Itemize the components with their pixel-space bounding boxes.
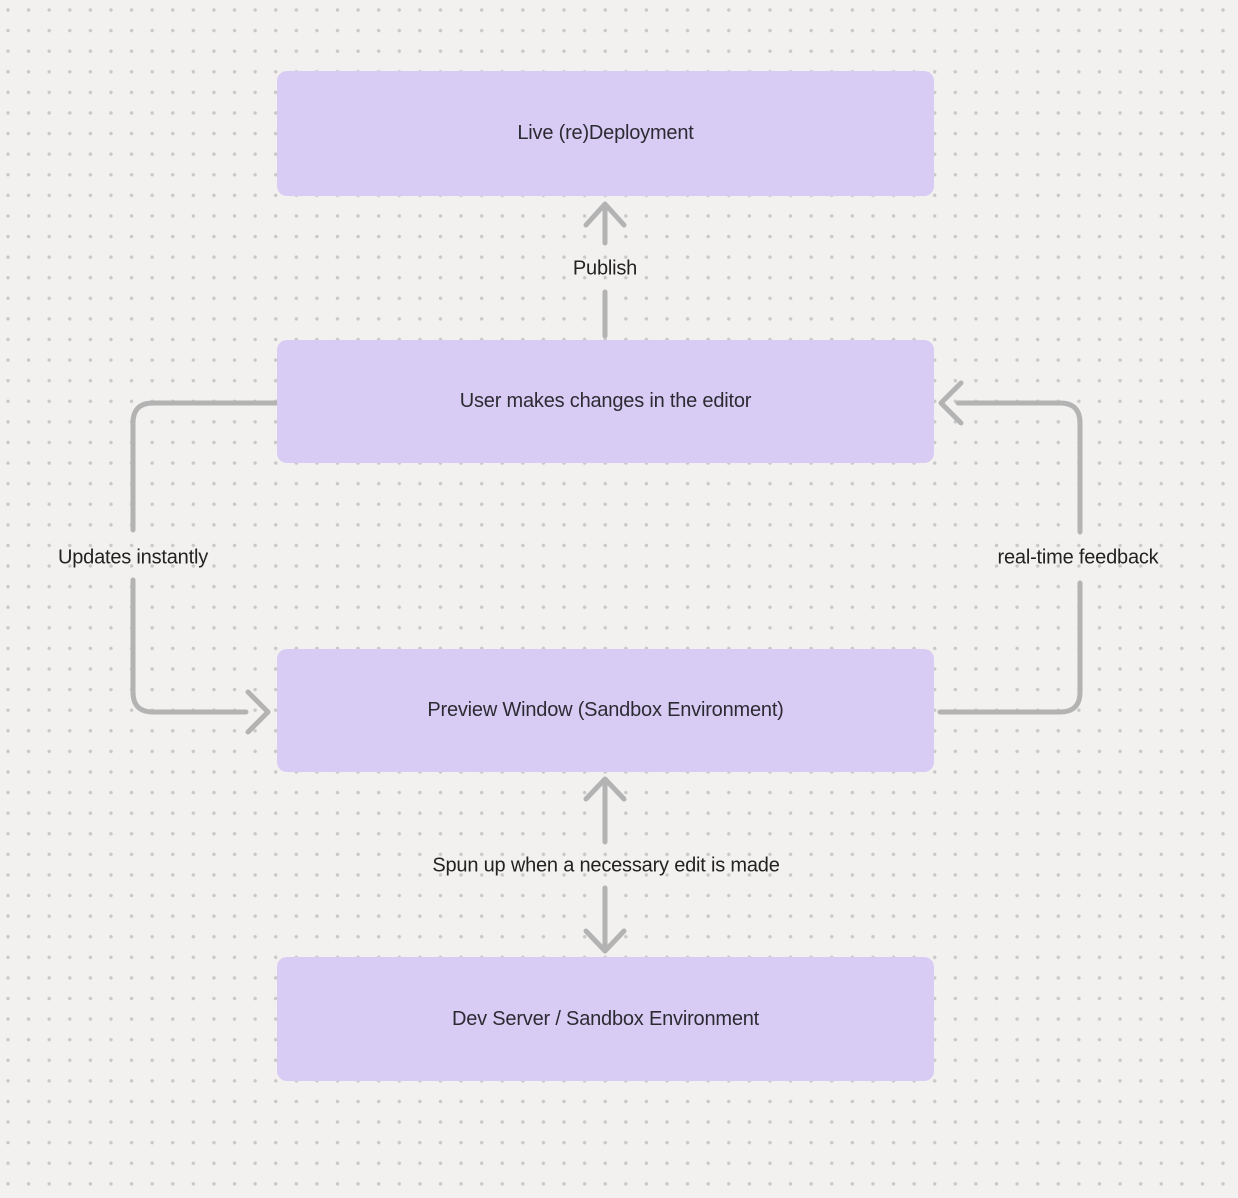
edge-real-time-feedback-arrow[interactable] bbox=[937, 380, 1083, 715]
node-label: Preview Window (Sandbox Environment) bbox=[427, 699, 784, 721]
edge-label-publish[interactable]: Publish bbox=[572, 257, 638, 280]
node-preview-window[interactable]: Preview Window (Sandbox Environment) bbox=[277, 649, 934, 772]
edge-publish-arrow[interactable] bbox=[583, 201, 627, 339]
edge-updates-instantly-arrow[interactable] bbox=[130, 400, 280, 735]
node-label: Live (re)Deployment bbox=[517, 122, 694, 144]
node-label: User makes changes in the editor bbox=[459, 390, 752, 412]
node-label: Dev Server / Sandbox Environment bbox=[451, 1007, 760, 1030]
node-user-editor[interactable]: User makes changes in the editor bbox=[277, 340, 934, 463]
edge-label-sandbox-sync[interactable]: Spun up when a necessary edit is made bbox=[432, 854, 780, 877]
edge-sandbox-sync-arrow[interactable] bbox=[583, 776, 627, 954]
node-dev-server[interactable]: Dev Server / Sandbox Environment bbox=[277, 957, 934, 1081]
node-live-redeployment[interactable]: Live (re)Deployment bbox=[277, 71, 934, 196]
edge-label-updates-instantly[interactable]: Updates instantly bbox=[57, 546, 209, 569]
edge-label-real-time-feedback[interactable]: real-time feedback bbox=[997, 546, 1159, 569]
